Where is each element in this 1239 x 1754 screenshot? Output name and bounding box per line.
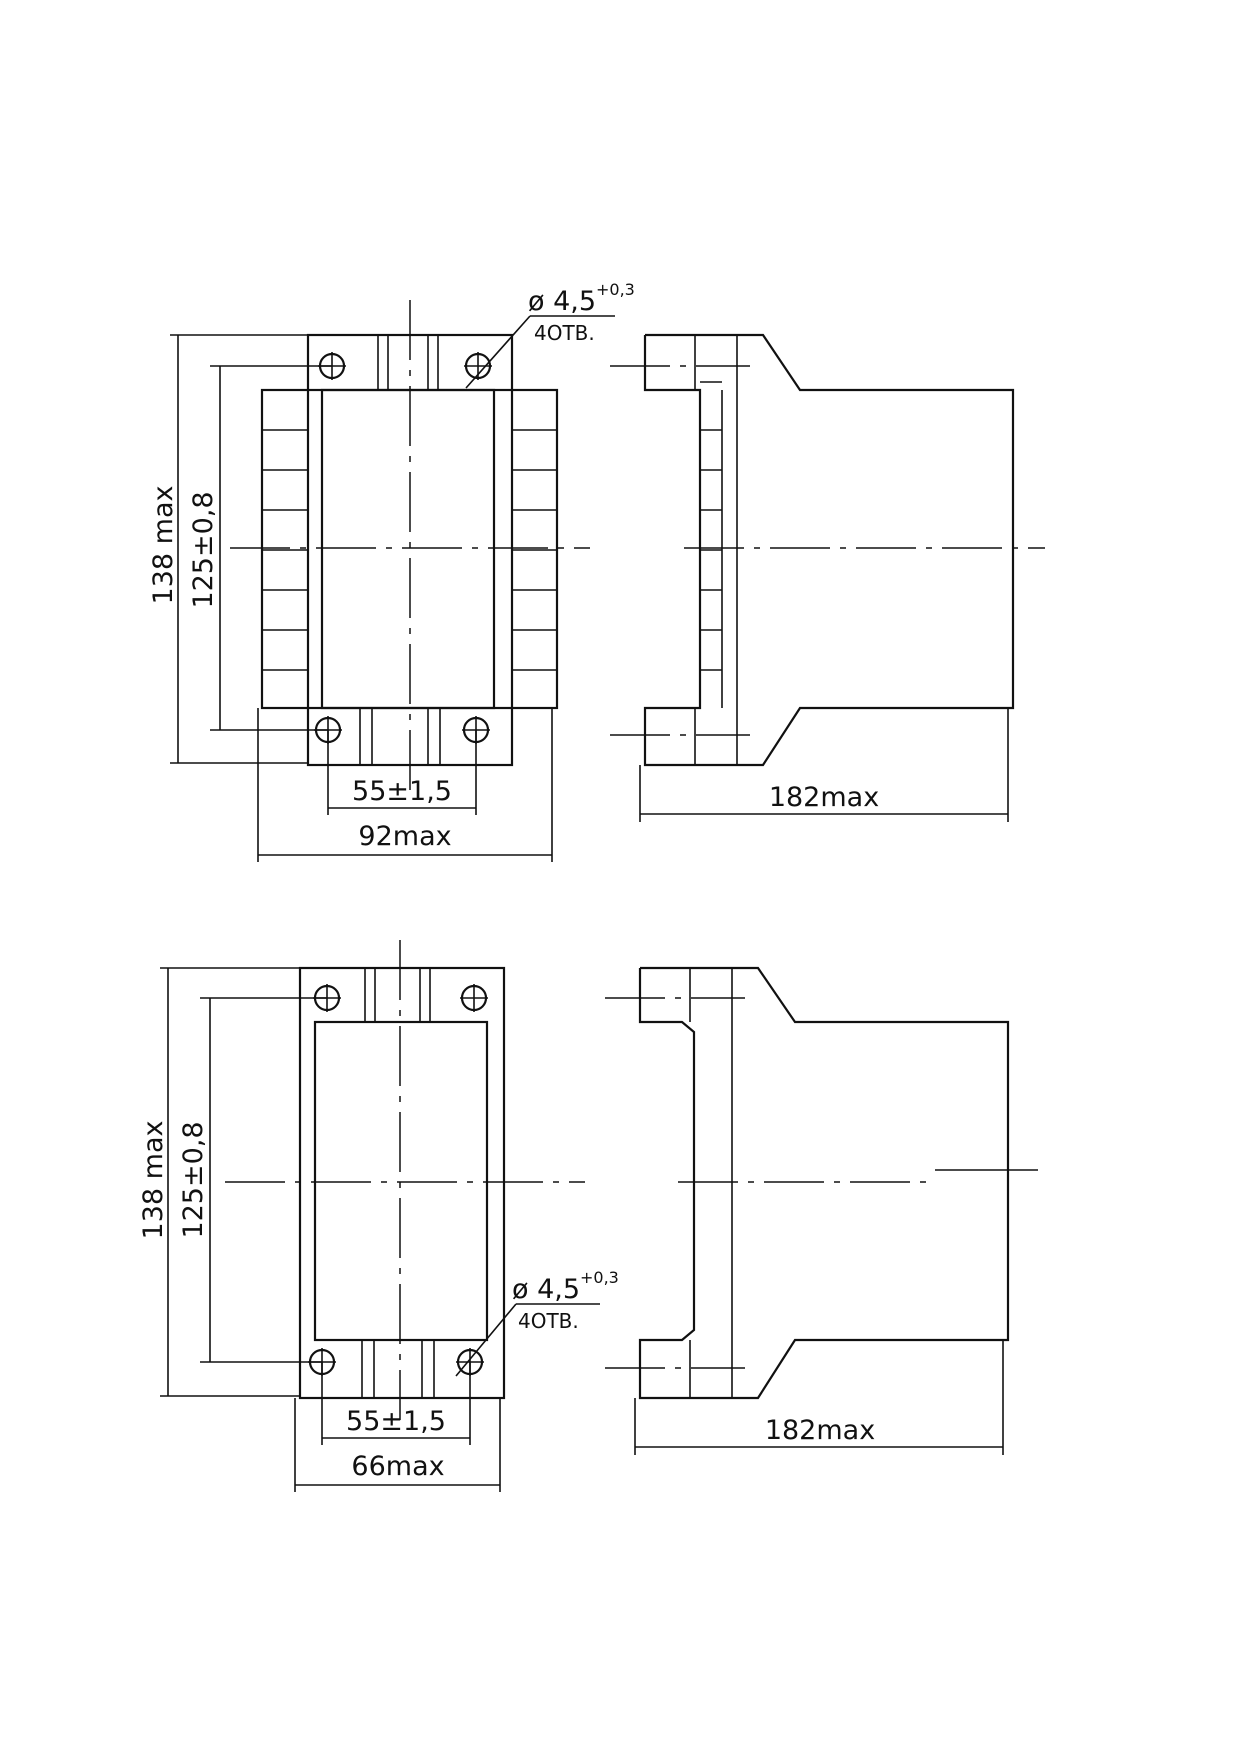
label-hole-pitch-vertical: 125±0,8 (188, 491, 219, 608)
hole-diameter-label: ø 4,5 (512, 1274, 580, 1305)
dimension-width-total: 92max (257, 708, 553, 862)
label-depth-total: 182max (769, 782, 879, 813)
dimension-depth-total: 182max (634, 1340, 1004, 1455)
label-hole-pitch-horizontal: 55±1,5 (352, 776, 452, 807)
hole-diameter-label: ø 4,5 (528, 286, 596, 317)
hole-callout: ø 4,5 +0,3 4ОТВ. (465, 280, 635, 389)
bottom-front-view: 138 max 125±0,8 55±1,5 66max ø 4,5 +0,3 … (138, 940, 619, 1492)
hole-count-label: 4ОТВ. (534, 321, 595, 345)
dimension-height-total: 138 max (148, 334, 308, 764)
hole-callout: ø 4,5 +0,3 4ОТВ. (455, 1268, 619, 1377)
label-hole-pitch-vertical: 125±0,8 (178, 1121, 209, 1238)
dimension-width-total: 66max (294, 1398, 501, 1492)
label-width-total: 92max (358, 821, 451, 852)
top-front-view: 138 max 125±0,8 55±1,5 92max ø 4,5 (148, 280, 635, 862)
label-width-total: 66max (351, 1451, 444, 1482)
top-side-view: 182max (610, 333, 1045, 822)
hole-tolerance-label: +0,3 (580, 1268, 619, 1287)
center-strip-top (364, 968, 431, 1022)
rib-lines-right (512, 429, 557, 671)
dimension-height-total: 138 max (138, 967, 300, 1397)
mounting-hole-icon (464, 352, 492, 380)
label-depth-total: 182max (765, 1415, 875, 1446)
bottom-side-view: 182max (605, 966, 1038, 1455)
dimension-hole-pitch-horizontal: 55±1,5 (321, 1362, 471, 1445)
center-strip-bottom (359, 708, 441, 765)
dimension-hole-pitch-vertical: 125±0,8 (188, 365, 332, 731)
dimension-hole-pitch-horizontal: 55±1,5 (327, 730, 477, 815)
dimension-depth-total: 182max (639, 708, 1009, 822)
dimension-hole-pitch-vertical: 125±0,8 (178, 997, 327, 1363)
label-height-total: 138 max (148, 486, 179, 605)
label-hole-pitch-horizontal: 55±1,5 (346, 1406, 446, 1437)
center-strip-top (377, 335, 439, 390)
center-strip-bottom (361, 1340, 435, 1398)
rib-lines-left (262, 429, 308, 671)
hole-count-label: 4ОТВ. (518, 1309, 579, 1333)
side-rib-lines (700, 429, 722, 671)
hole-tolerance-label: +0,3 (596, 280, 635, 299)
label-height-total: 138 max (138, 1121, 169, 1240)
mounting-hole-icon (460, 984, 488, 1012)
